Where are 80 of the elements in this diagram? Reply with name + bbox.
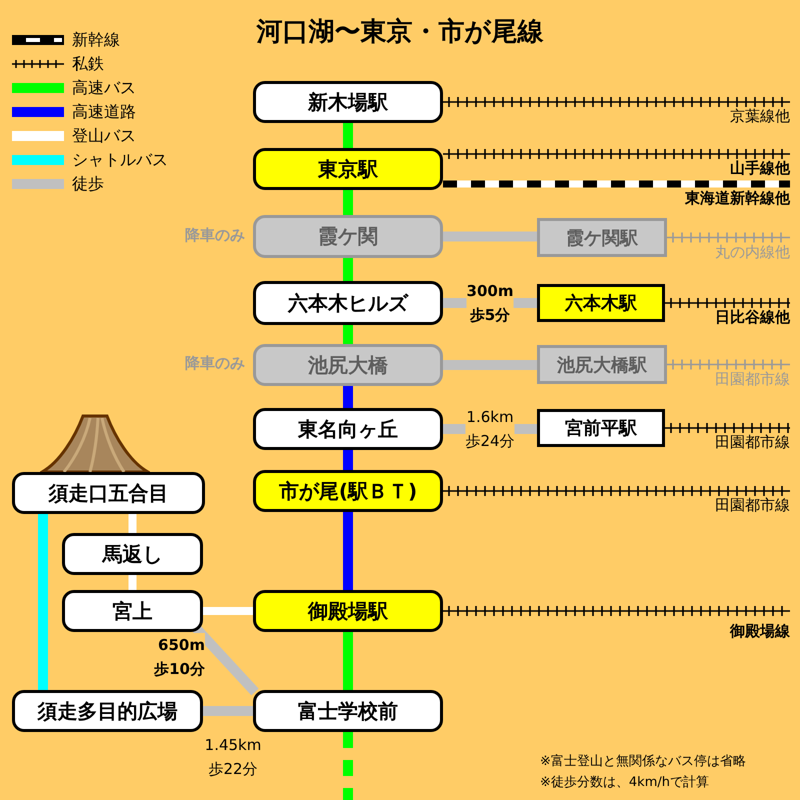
bus-stop-box [62,590,203,632]
route-line [343,325,353,344]
railway-line [664,422,791,434]
stop-name: 宮前平駅 [565,417,637,440]
line-name: 東海道新幹線他 [685,188,790,209]
route-line [343,632,353,690]
stop-name: 須走口五合目 [48,480,168,506]
stop-name: 馬返し [102,540,162,568]
bus-stop-box [253,590,443,632]
stop-name: 六本木ヒルズ [288,290,408,316]
legend-label: 高速道路 [72,102,136,122]
line-name: 丸の内線他 [715,242,790,262]
station-box [537,409,665,447]
stop-name: 東名向ヶ丘 [298,416,398,442]
bus-stop-box [253,215,443,258]
route-line [343,450,353,470]
stop-name: 六本木駅 [565,292,637,315]
line-name: 田園都市線 [715,368,790,390]
stop-name: 市が尾(駅ＢＴ) [278,478,418,504]
railway-line [666,358,791,370]
footnote: ※徒歩分数は、4km/hで計算 [540,774,709,791]
route-line [343,512,353,590]
station-box [537,284,665,322]
railway-line [442,96,791,108]
note-text: 降車のみ [184,354,245,373]
stop-name: 霞ケ関 [318,223,378,250]
bus-stop-box [253,408,443,450]
legend-label: 徒歩 [72,174,104,194]
note-text: 降車のみ [184,226,245,244]
station-box [537,345,667,384]
bus-stop-box [253,470,443,512]
route-line [343,732,353,800]
railway-line [442,148,791,160]
stop-name: 池尻大橋駅 [557,354,647,376]
bus-stop-box [253,690,443,732]
stop-name: 須走多目的広場 [38,698,178,724]
legend-label: 登山バス [72,126,136,146]
route-line [128,514,136,533]
stop-name: 新木場駅 [308,88,388,116]
bus-stop-box [253,344,443,386]
shinkansen-line [443,180,790,188]
route-line [203,706,253,716]
legend-label: 高速バス [72,78,136,98]
route-line [38,514,48,690]
line-name: 田園都市線 [715,432,790,453]
bus-stop-box [253,281,443,325]
station-box [537,218,667,257]
route-line [128,575,136,590]
bus-stop-box [62,533,203,575]
route-line [343,123,353,148]
line-name: 田園都市線 [715,495,790,516]
line-name: 京葉線他 [730,106,790,127]
railway-line [664,297,791,309]
route-line [343,190,353,215]
diagram-title: 河口湖〜東京・市が尾線 [255,16,544,49]
line-name: 日比谷線他 [715,307,790,328]
footnote: ※富士登山と無関係なバス停は省略 [540,753,746,770]
stop-name: 霞ケ関駅 [566,226,638,250]
route-line [203,607,253,615]
route-line [443,360,537,370]
line-name: 山手線他 [730,158,790,179]
route-line [343,258,353,281]
bus-stop-box [12,690,203,732]
legend-label: 新幹線 [72,30,120,50]
railway-line [442,485,791,497]
line-name: 御殿場線 [730,621,790,642]
legend-label: シャトルバス [72,150,168,170]
route-line [443,232,537,242]
stop-name: 御殿場駅 [308,598,388,624]
stop-name: 宮上 [112,598,152,624]
bus-stop-box [253,81,443,123]
railway-line [442,605,791,617]
bus-stop-box [12,472,205,514]
legend-label: 私鉄 [72,54,104,74]
bus-stop-box [253,148,443,190]
stop-name: 富士学校前 [298,698,398,724]
route-line [343,386,353,408]
railway-line [666,232,791,244]
stop-name: 東京駅 [318,156,378,182]
stop-name: 池尻大橋 [308,352,388,378]
